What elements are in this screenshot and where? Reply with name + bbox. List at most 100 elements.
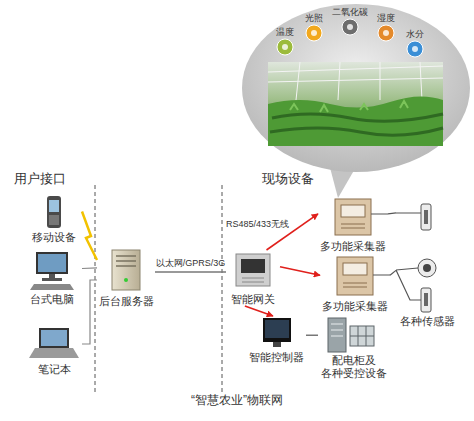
device-node: 智能网关: [226, 250, 280, 306]
phone-icon: [47, 196, 61, 228]
connector-line: [82, 212, 97, 261]
sensor-circle: 水分: [401, 30, 429, 62]
sensor-circle: 二氧化碳: [330, 8, 370, 42]
greenhouse-photo: [268, 62, 443, 146]
section-heading: 现场设备: [262, 170, 314, 188]
separator-line: [222, 185, 223, 392]
section-heading: 用户接口: [14, 170, 66, 188]
phone-keypad: [49, 215, 59, 225]
server-icon: [112, 250, 140, 290]
collector-box: [335, 199, 371, 235]
callout-bubble: [242, 4, 470, 198]
controller-screen: [265, 320, 289, 338]
gateway-screen: [241, 259, 265, 273]
server-slots: [116, 256, 136, 266]
node-label: 多功能采集器: [322, 300, 388, 313]
laptop-lid: [39, 328, 69, 348]
node-label: 智能控制器: [249, 351, 304, 364]
device-node: 台式电脑: [22, 250, 82, 306]
collector-icon: [337, 257, 373, 295]
plant-rows: [268, 96, 443, 146]
node-label: 湿度: [377, 14, 395, 24]
sensor-circle-shape: [276, 38, 294, 56]
gateway-keys: [242, 278, 264, 282]
connector-line: [82, 280, 97, 344]
signal-arrow: [245, 306, 273, 316]
bubble-body: [242, 4, 470, 172]
laptop-screen: [41, 330, 67, 346]
device-box: [350, 326, 374, 346]
desktop-icon: [30, 252, 74, 290]
photo-frame: [268, 62, 443, 146]
cabinet-slots: [331, 324, 343, 336]
controller-icon: [263, 318, 291, 347]
collector-box: [337, 257, 373, 295]
gateway-icon: [236, 254, 270, 286]
server-tower: [112, 250, 140, 290]
device-grid: [350, 326, 374, 346]
separator-line: [95, 185, 96, 392]
sensor-symbol: [423, 264, 431, 272]
sensor-circle-glyph: [383, 30, 389, 36]
node-label: 台式电脑: [30, 293, 74, 306]
connector-line: [155, 271, 226, 272]
collector-panel: [341, 205, 365, 217]
connector-label: 以太网/GPRS/3G: [156, 257, 226, 270]
connector-line: [306, 335, 318, 336]
sensor-symbol: [424, 210, 428, 224]
sensor-symbol: [424, 293, 428, 306]
sensor-circle-fill: [277, 39, 293, 55]
collector-ports: [341, 224, 365, 228]
connector-line: [82, 267, 97, 269]
laptop-base: [29, 348, 79, 358]
monitor-screen: [38, 254, 66, 272]
sensor-circle-fill: [306, 25, 322, 41]
sensor-circle-fill: [342, 19, 358, 35]
keyboard: [30, 284, 74, 290]
cabinet-body: [328, 318, 346, 352]
sensor-circle-glyph: [412, 46, 418, 52]
sensor-circle: 温度: [271, 28, 299, 60]
monitor-stand: [49, 274, 55, 278]
node-label: 移动设备: [32, 231, 76, 244]
monitor: [36, 252, 68, 274]
plant-leaves: [290, 101, 408, 112]
server-led: [124, 278, 128, 282]
device-node: 配电柜及 各种受控设备: [318, 316, 390, 380]
connector-line: [390, 270, 396, 275]
gateway-body: [236, 254, 270, 286]
connector-line: [388, 213, 396, 214]
device-node: 各种传感器: [396, 200, 458, 328]
node-label: 后台服务器: [99, 295, 154, 308]
sensor-symbol: [421, 204, 431, 230]
monitor-base: [42, 278, 62, 281]
signal-arrow: [280, 267, 320, 276]
controller-stand: [273, 342, 281, 347]
sensor-circle-shape: [341, 18, 359, 36]
roof-beams: [268, 62, 443, 100]
sensor-circle-shape: [406, 40, 424, 58]
sensor-circle-shape: [305, 24, 323, 42]
sensor-circle-fill: [407, 41, 423, 57]
collector-ports: [343, 283, 367, 287]
node-label: 配电柜及 各种受控设备: [318, 354, 390, 380]
collector-panel: [343, 263, 367, 275]
node-label: 水分: [406, 30, 424, 40]
controller-frame: [263, 318, 291, 342]
node-label: 智能网关: [231, 293, 275, 306]
caption: “智慧农业”物联网: [0, 392, 474, 409]
device-node: 后台服务器: [97, 248, 155, 308]
plant-rows: [270, 114, 443, 135]
sensor-circle-glyph: [282, 44, 288, 50]
collector-icon: [335, 199, 371, 235]
sensor-circle: 光照: [300, 14, 328, 46]
node-label: 温度: [276, 28, 294, 38]
sensor-icons: [396, 204, 436, 312]
node-label: 笔记本: [38, 363, 71, 376]
sensor-symbol: [421, 288, 431, 312]
sensor-circle-glyph: [311, 30, 317, 36]
device-node: 智能控制器: [246, 316, 306, 364]
